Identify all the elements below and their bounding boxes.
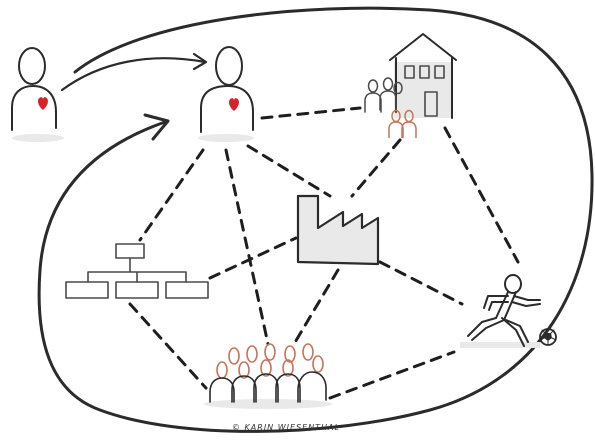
house-with-family-icon: [364, 33, 457, 138]
link-person-house: [260, 106, 362, 120]
enclosing-loop: [37, 6, 594, 433]
network-connections: [128, 106, 520, 400]
link-team-player: [328, 350, 456, 400]
person-with-heart-icon: [11, 47, 64, 142]
loop-arrowhead: [143, 113, 170, 141]
person-with-heart-icon: [198, 46, 254, 142]
running-soccer-player-icon: [460, 274, 557, 348]
link-person-factory: [246, 144, 332, 198]
link-house-factory: [350, 138, 402, 198]
transfer-arrowhead: [192, 52, 208, 71]
link-factory-player: [378, 260, 464, 306]
transfer-arrow: [60, 57, 207, 92]
soccer-ball-icon: [539, 328, 557, 346]
family-figures: [364, 77, 403, 113]
org-chart-icon: [65, 243, 209, 299]
link-orgchart-team: [128, 302, 208, 390]
children-figures: [388, 109, 417, 138]
copyright-credit: © KARIN WIESENTHAL: [232, 423, 340, 432]
link-house-player: [443, 126, 520, 264]
group-of-people-icon: [204, 343, 332, 409]
link-person-orgchart: [138, 148, 205, 242]
heart-icon: [38, 97, 48, 110]
link-factory-team: [292, 268, 340, 346]
link-orgchart-factory: [208, 236, 298, 280]
heart-icon: [229, 98, 239, 111]
factory-icon: [296, 194, 380, 266]
link-person-team: [224, 148, 270, 346]
